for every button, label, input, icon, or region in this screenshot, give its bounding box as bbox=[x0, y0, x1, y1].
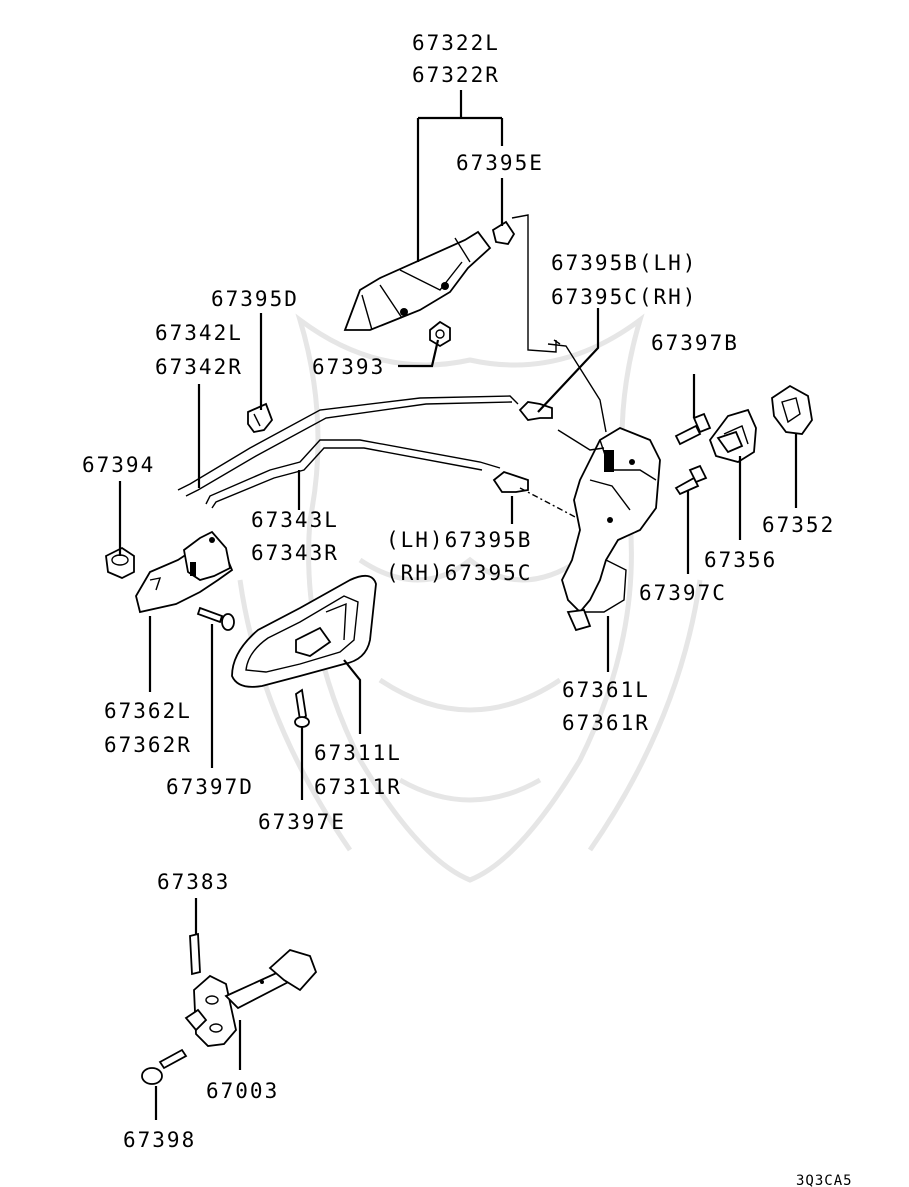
door-check-67003-part bbox=[184, 948, 318, 1047]
label-67383: 67383 bbox=[157, 870, 230, 894]
label-67322l: 67322L bbox=[412, 31, 500, 55]
label-67397e: 67397E bbox=[258, 810, 346, 834]
label-67322r: 67322R bbox=[412, 63, 500, 87]
clip-67395d-part bbox=[247, 402, 274, 433]
label-67397b: 67397B bbox=[651, 331, 739, 355]
leader-lines bbox=[118, 90, 798, 1120]
bolt-67398-part bbox=[141, 1048, 188, 1085]
label-67356: 67356 bbox=[704, 548, 777, 572]
clip-67395e-part bbox=[491, 220, 516, 245]
label-67397c: 67397C bbox=[639, 581, 727, 605]
label-67395d: 67395D bbox=[211, 287, 299, 311]
label-67361l: 67361L bbox=[562, 678, 650, 702]
label-lh-67395b: (LH)67395B bbox=[386, 528, 532, 552]
lock-rods bbox=[177, 395, 519, 509]
label-67352: 67352 bbox=[762, 513, 835, 537]
label-67395b-lh: 67395B(LH) bbox=[551, 251, 697, 275]
inside-handle-bracket bbox=[135, 530, 234, 614]
nut-67393-part bbox=[429, 320, 451, 348]
label-67395e: 67395E bbox=[456, 151, 544, 175]
label-67398: 67398 bbox=[123, 1128, 196, 1152]
label-67003: 67003 bbox=[206, 1079, 279, 1103]
label-67311l: 67311L bbox=[314, 741, 402, 765]
screw-67397d-part bbox=[196, 606, 235, 631]
label-67362l: 67362L bbox=[104, 699, 192, 723]
watermark-emblem bbox=[237, 313, 703, 883]
label-67394: 67394 bbox=[82, 453, 155, 477]
inside-door-handle bbox=[231, 574, 377, 688]
label-67393: 67393 bbox=[312, 355, 385, 379]
outside-door-handle bbox=[343, 230, 492, 331]
label-67342l: 67342L bbox=[155, 321, 243, 345]
screw-67397e-part bbox=[294, 688, 310, 728]
diagram-code: 3Q3CA5 bbox=[796, 1173, 853, 1187]
label-67311r: 67311R bbox=[314, 775, 402, 799]
bolt-67397b-part bbox=[674, 412, 712, 446]
label-67361r: 67361R bbox=[562, 711, 650, 735]
door-lock-actuator bbox=[557, 426, 661, 632]
striker-67356-part bbox=[708, 408, 757, 463]
label-67342r: 67342R bbox=[155, 355, 243, 379]
clip-67395b-upper-part bbox=[518, 401, 553, 421]
label-67362r: 67362R bbox=[104, 733, 192, 757]
label-67343l: 67343L bbox=[251, 508, 339, 532]
label-rh-67395c: (RH)67395C bbox=[386, 561, 532, 585]
pin-67383-part bbox=[189, 932, 201, 976]
label-67395c-rh: 67395C(RH) bbox=[551, 285, 697, 309]
label-67343r: 67343R bbox=[251, 541, 339, 565]
handle-rod bbox=[511, 214, 557, 353]
clip-67395b-lower-part bbox=[492, 470, 529, 493]
label-67397d: 67397D bbox=[166, 775, 254, 799]
shim-67352-part bbox=[771, 384, 813, 435]
bolt-67397c-part bbox=[674, 464, 708, 496]
